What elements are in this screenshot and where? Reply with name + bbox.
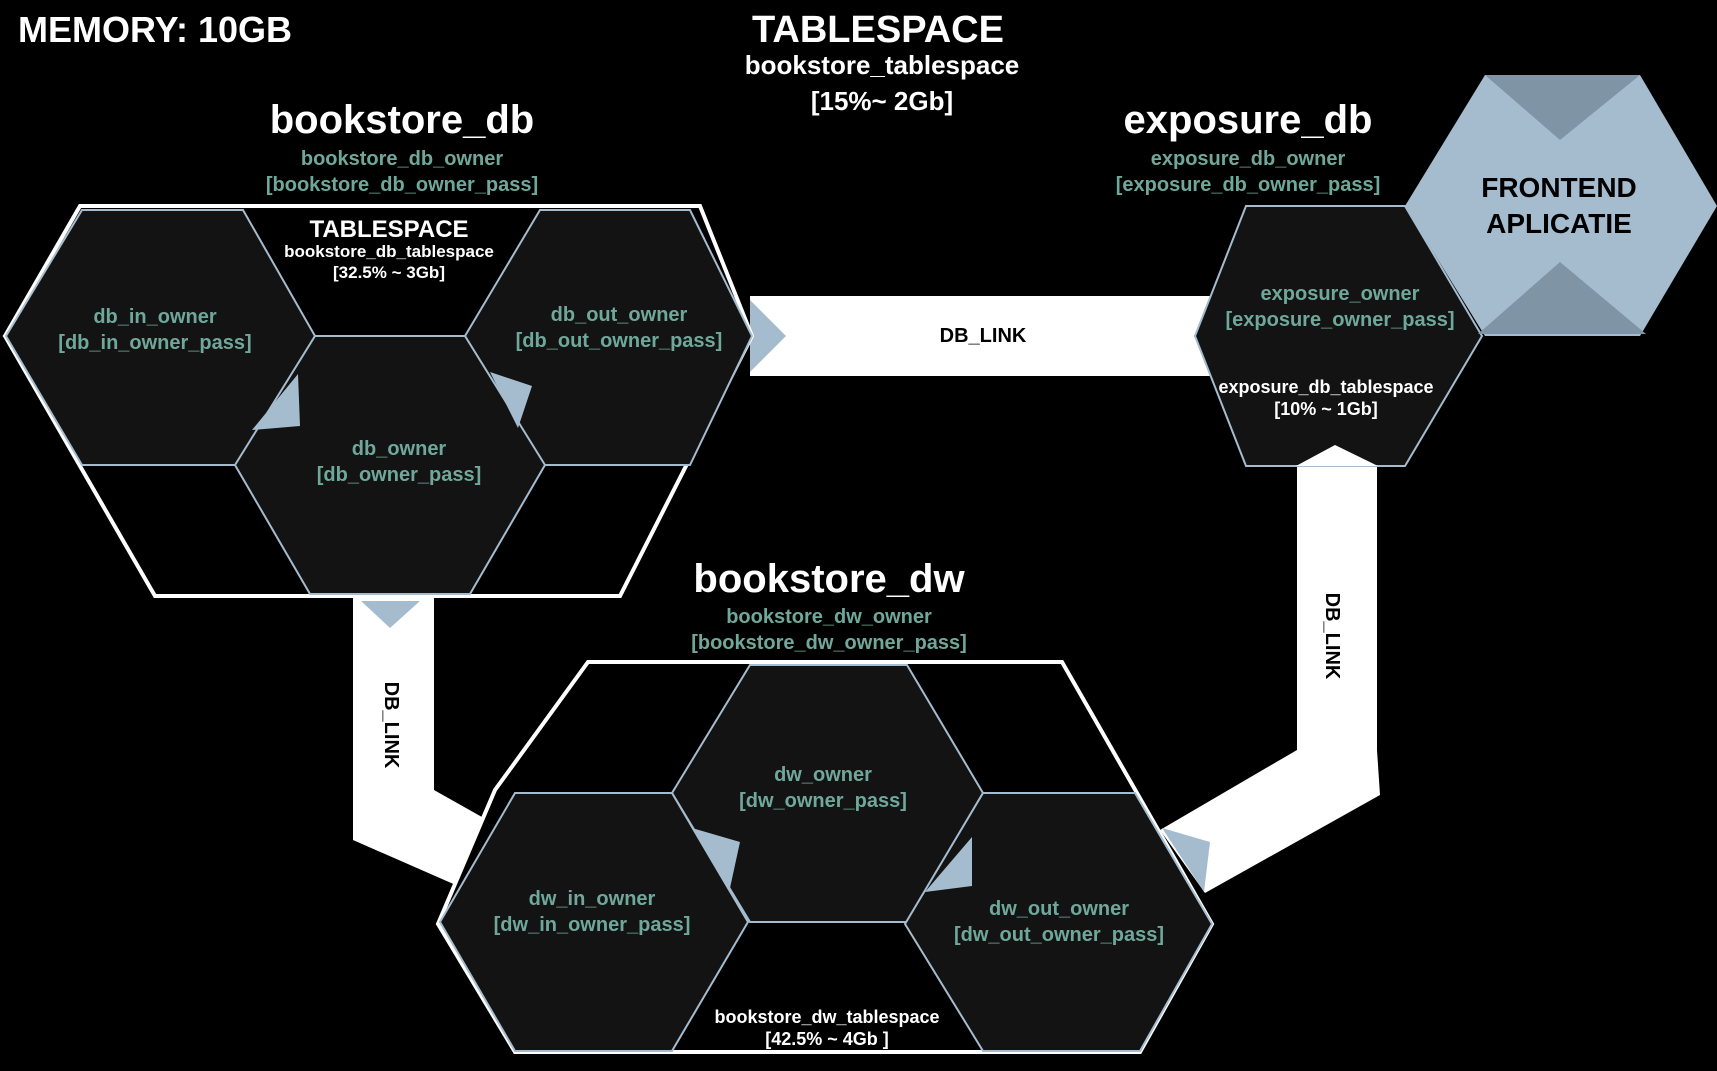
bookstore-dw-owner-pass: [bookstore_dw_owner_pass] (691, 632, 967, 654)
frontend-line2: APLICATIE (1486, 208, 1632, 239)
frontend-bottom-notch (1478, 262, 1646, 334)
arrow-out-to-dw-owner (925, 837, 972, 892)
db-owner-name: db_owner (352, 438, 447, 460)
link-band (353, 596, 505, 900)
db-in-owner-name: db_in_owner (93, 306, 217, 328)
db-link-exposure-to-dw (1160, 462, 1380, 893)
dw-in-owner-name: dw_in_owner (529, 888, 656, 910)
exposure-link-notch (1296, 445, 1378, 466)
exposure-db-owner-pass: [exposure_db_owner_pass] (1116, 174, 1381, 196)
exposure-owner-name: exposure_owner (1261, 283, 1420, 305)
exposure-tablespace-size: [10% ~ 1Gb] (1274, 399, 1378, 419)
dw-tablespace-size: [42.5% ~ 4Gb ] (765, 1029, 889, 1049)
link-arrow-head (1162, 828, 1210, 892)
bookstore-db-tablespace-name: bookstore_db_tablespace (284, 242, 494, 261)
exposure-db-title: exposure_db (1124, 98, 1373, 142)
link-label-left: DB_LINK (380, 682, 402, 769)
frontend-line1: FRONTEND (1481, 172, 1637, 203)
dw-tablespace-name: bookstore_dw_tablespace (714, 1007, 939, 1027)
bookstore-db-tablespace-size: [32.5% ~ 3Gb] (333, 263, 445, 282)
frontend-app[interactable] (1405, 75, 1717, 336)
exposure-tablespace-name: exposure_db_tablespace (1218, 377, 1433, 397)
arrow-in-to-owner (252, 374, 300, 430)
db-link-bookstore-to-exposure (750, 296, 1220, 376)
link-label-horizontal: DB_LINK (940, 325, 1027, 347)
bookstore-dw-container[interactable] (435, 660, 1215, 1054)
link-arrow-head (750, 300, 786, 372)
tablespace-name: bookstore_tablespace (745, 50, 1020, 80)
dw-in-owner-pass: [dw_in_owner_pass] (494, 914, 691, 936)
db-link-bookstore-to-dw (353, 596, 505, 900)
bookstore-dw-title: bookstore_dw (693, 557, 965, 601)
dw-out-owner-pass: [dw_out_owner_pass] (954, 924, 1164, 946)
bookstore-db-container[interactable] (2, 204, 755, 598)
arrow-out-to-owner (490, 372, 532, 428)
dw-out-owner-name: dw_out_owner (989, 898, 1129, 920)
link-band (750, 296, 1220, 376)
dw-out-owner-hex[interactable] (903, 792, 1214, 1052)
bookstore-db-owner-pass: [bookstore_db_owner_pass] (266, 174, 538, 196)
db-out-owner-pass: [db_out_owner_pass] (516, 330, 723, 352)
frontend-top-notch (1485, 75, 1640, 140)
tablespace-title: TABLESPACE (752, 9, 1004, 51)
memory-label: MEMORY: 10GB (18, 9, 292, 50)
exposure-db-owner: exposure_db_owner (1151, 148, 1346, 170)
bookstore-dw-owner: bookstore_dw_owner (726, 606, 932, 628)
bookstore-db-title: bookstore_db (270, 98, 534, 142)
tablespace-size: [15%~ 2Gb] (811, 86, 953, 116)
frontend-hex[interactable] (1405, 75, 1717, 336)
db-owner-pass: [db_owner_pass] (317, 464, 481, 486)
bookstore-db-owner: bookstore_db_owner (301, 148, 503, 170)
link-band (1160, 462, 1380, 893)
dw-in-owner-hex[interactable] (438, 792, 750, 1052)
db-in-owner-pass: [db_in_owner_pass] (58, 332, 251, 354)
bookstore-db-tablespace-title: TABLESPACE (309, 216, 468, 243)
exposure-db-container[interactable] (1193, 205, 1484, 467)
db-out-owner-name: db_out_owner (551, 304, 688, 326)
db-owner-hex[interactable] (233, 335, 547, 595)
dw-owner-name: dw_owner (774, 764, 872, 786)
arrow-in-to-dw-owner (692, 828, 740, 888)
link-arrow-head (361, 601, 420, 628)
exposure-owner-pass: [exposure_owner_pass] (1226, 309, 1455, 331)
link-label-right: DB_LINK (1321, 593, 1343, 680)
dw-owner-pass: [dw_owner_pass] (739, 790, 907, 812)
